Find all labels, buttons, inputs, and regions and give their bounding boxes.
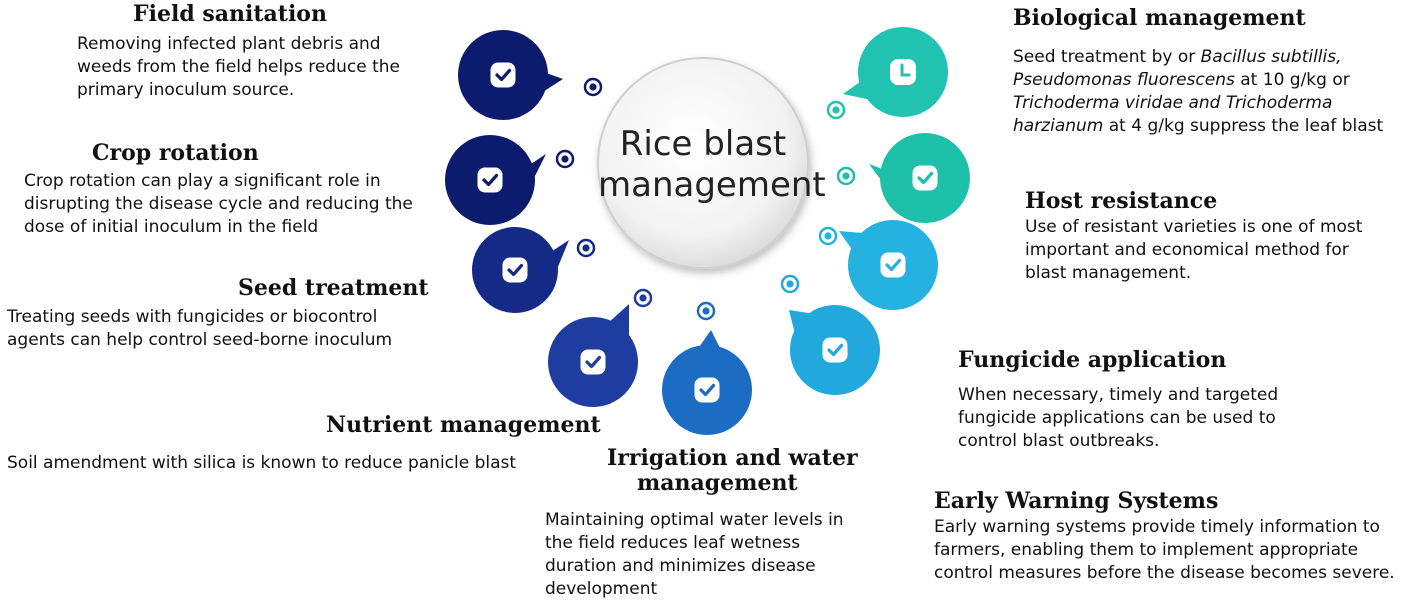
- bubble-irrigation: [662, 330, 752, 435]
- bubble-biological: [843, 27, 948, 117]
- field-sanitation-text: Removing infected plant debris and weeds…: [77, 34, 400, 101]
- crop-rotation-title: Crop rotation: [92, 140, 259, 166]
- ring-dot: [696, 301, 716, 321]
- early-warning-text: Early warning systems provide timely inf…: [934, 517, 1395, 584]
- clock-icon: [890, 59, 916, 85]
- crop-rotation-text: Crop rotation can play a significant rol…: [24, 171, 413, 238]
- biological-text-part3: at 4 g/kg suppress the leaf blast: [1103, 116, 1384, 137]
- irrigation-title-line2: management: [637, 470, 798, 497]
- check-icon: [820, 335, 850, 365]
- fungicide-text: When necessary, timely and targeted fung…: [958, 385, 1279, 452]
- ring-dot: [633, 288, 653, 308]
- host-resistance-text: Use of resistant varieties is one of mos…: [1025, 217, 1363, 284]
- biological-organism-1: Bacillus subtillis,: [1200, 47, 1342, 67]
- nutrient-management-text: Soil amendment with silica is known to r…: [7, 453, 517, 473]
- check-icon: [910, 163, 940, 193]
- nutrient-management-title: Nutrient management: [326, 412, 601, 438]
- bubble-teal-lower: [869, 133, 970, 223]
- center-title-line2: management: [598, 165, 826, 206]
- irrigation-title: Irrigation and water management: [607, 445, 858, 497]
- fungicide-title: Fungicide application: [958, 347, 1227, 373]
- biological-organism-2: Pseudomonas fluorescens: [1013, 70, 1235, 91]
- bubble-nutrient: [548, 304, 638, 407]
- field-sanitation-title: Field sanitation: [133, 1, 327, 27]
- center-circle: [597, 57, 809, 269]
- biological-title: Biological management: [1013, 5, 1306, 31]
- irrigation-text: Maintaining optimal water levels in the …: [545, 510, 844, 600]
- bubble-crop-rotation: [445, 135, 546, 225]
- bubble-host-resistance: [839, 220, 938, 310]
- bubble-field-sanitation: [458, 30, 563, 120]
- check-icon: [475, 165, 505, 195]
- seed-treatment-text: Treating seeds with fungicides or biocon…: [7, 307, 393, 351]
- early-warning-title: Early Warning Systems: [934, 488, 1219, 514]
- biological-text: Seed treatment by or Bacillus subtillis,…: [1013, 46, 1393, 138]
- ring-dot: [583, 77, 603, 97]
- ring-dot: [576, 238, 596, 258]
- ring-dot: [818, 226, 838, 246]
- ring-dot: [826, 100, 846, 120]
- check-icon: [578, 347, 608, 377]
- check-icon: [878, 250, 908, 280]
- bubble-seed-treatment: [472, 227, 569, 313]
- bubble-fungicide: [789, 305, 880, 395]
- ring-dot: [555, 149, 575, 169]
- biological-text-part2: at 10 g/kg or: [1234, 70, 1350, 91]
- biological-organism-3: Trichoderma viridae and Trichoderma harz…: [1013, 93, 1333, 137]
- ring-dot: [780, 274, 800, 294]
- ring-dot: [836, 166, 856, 186]
- irrigation-title-line1: Irrigation and water: [607, 445, 858, 471]
- check-icon: [488, 60, 518, 90]
- center-title: Rice blast management: [598, 124, 826, 207]
- check-icon: [500, 255, 530, 285]
- host-resistance-title: Host resistance: [1025, 188, 1218, 214]
- biological-text-part1: Seed treatment by or: [1013, 47, 1201, 67]
- seed-treatment-title: Seed treatment: [238, 275, 429, 301]
- check-icon: [692, 375, 722, 405]
- center-title-line1: Rice blast: [619, 124, 787, 164]
